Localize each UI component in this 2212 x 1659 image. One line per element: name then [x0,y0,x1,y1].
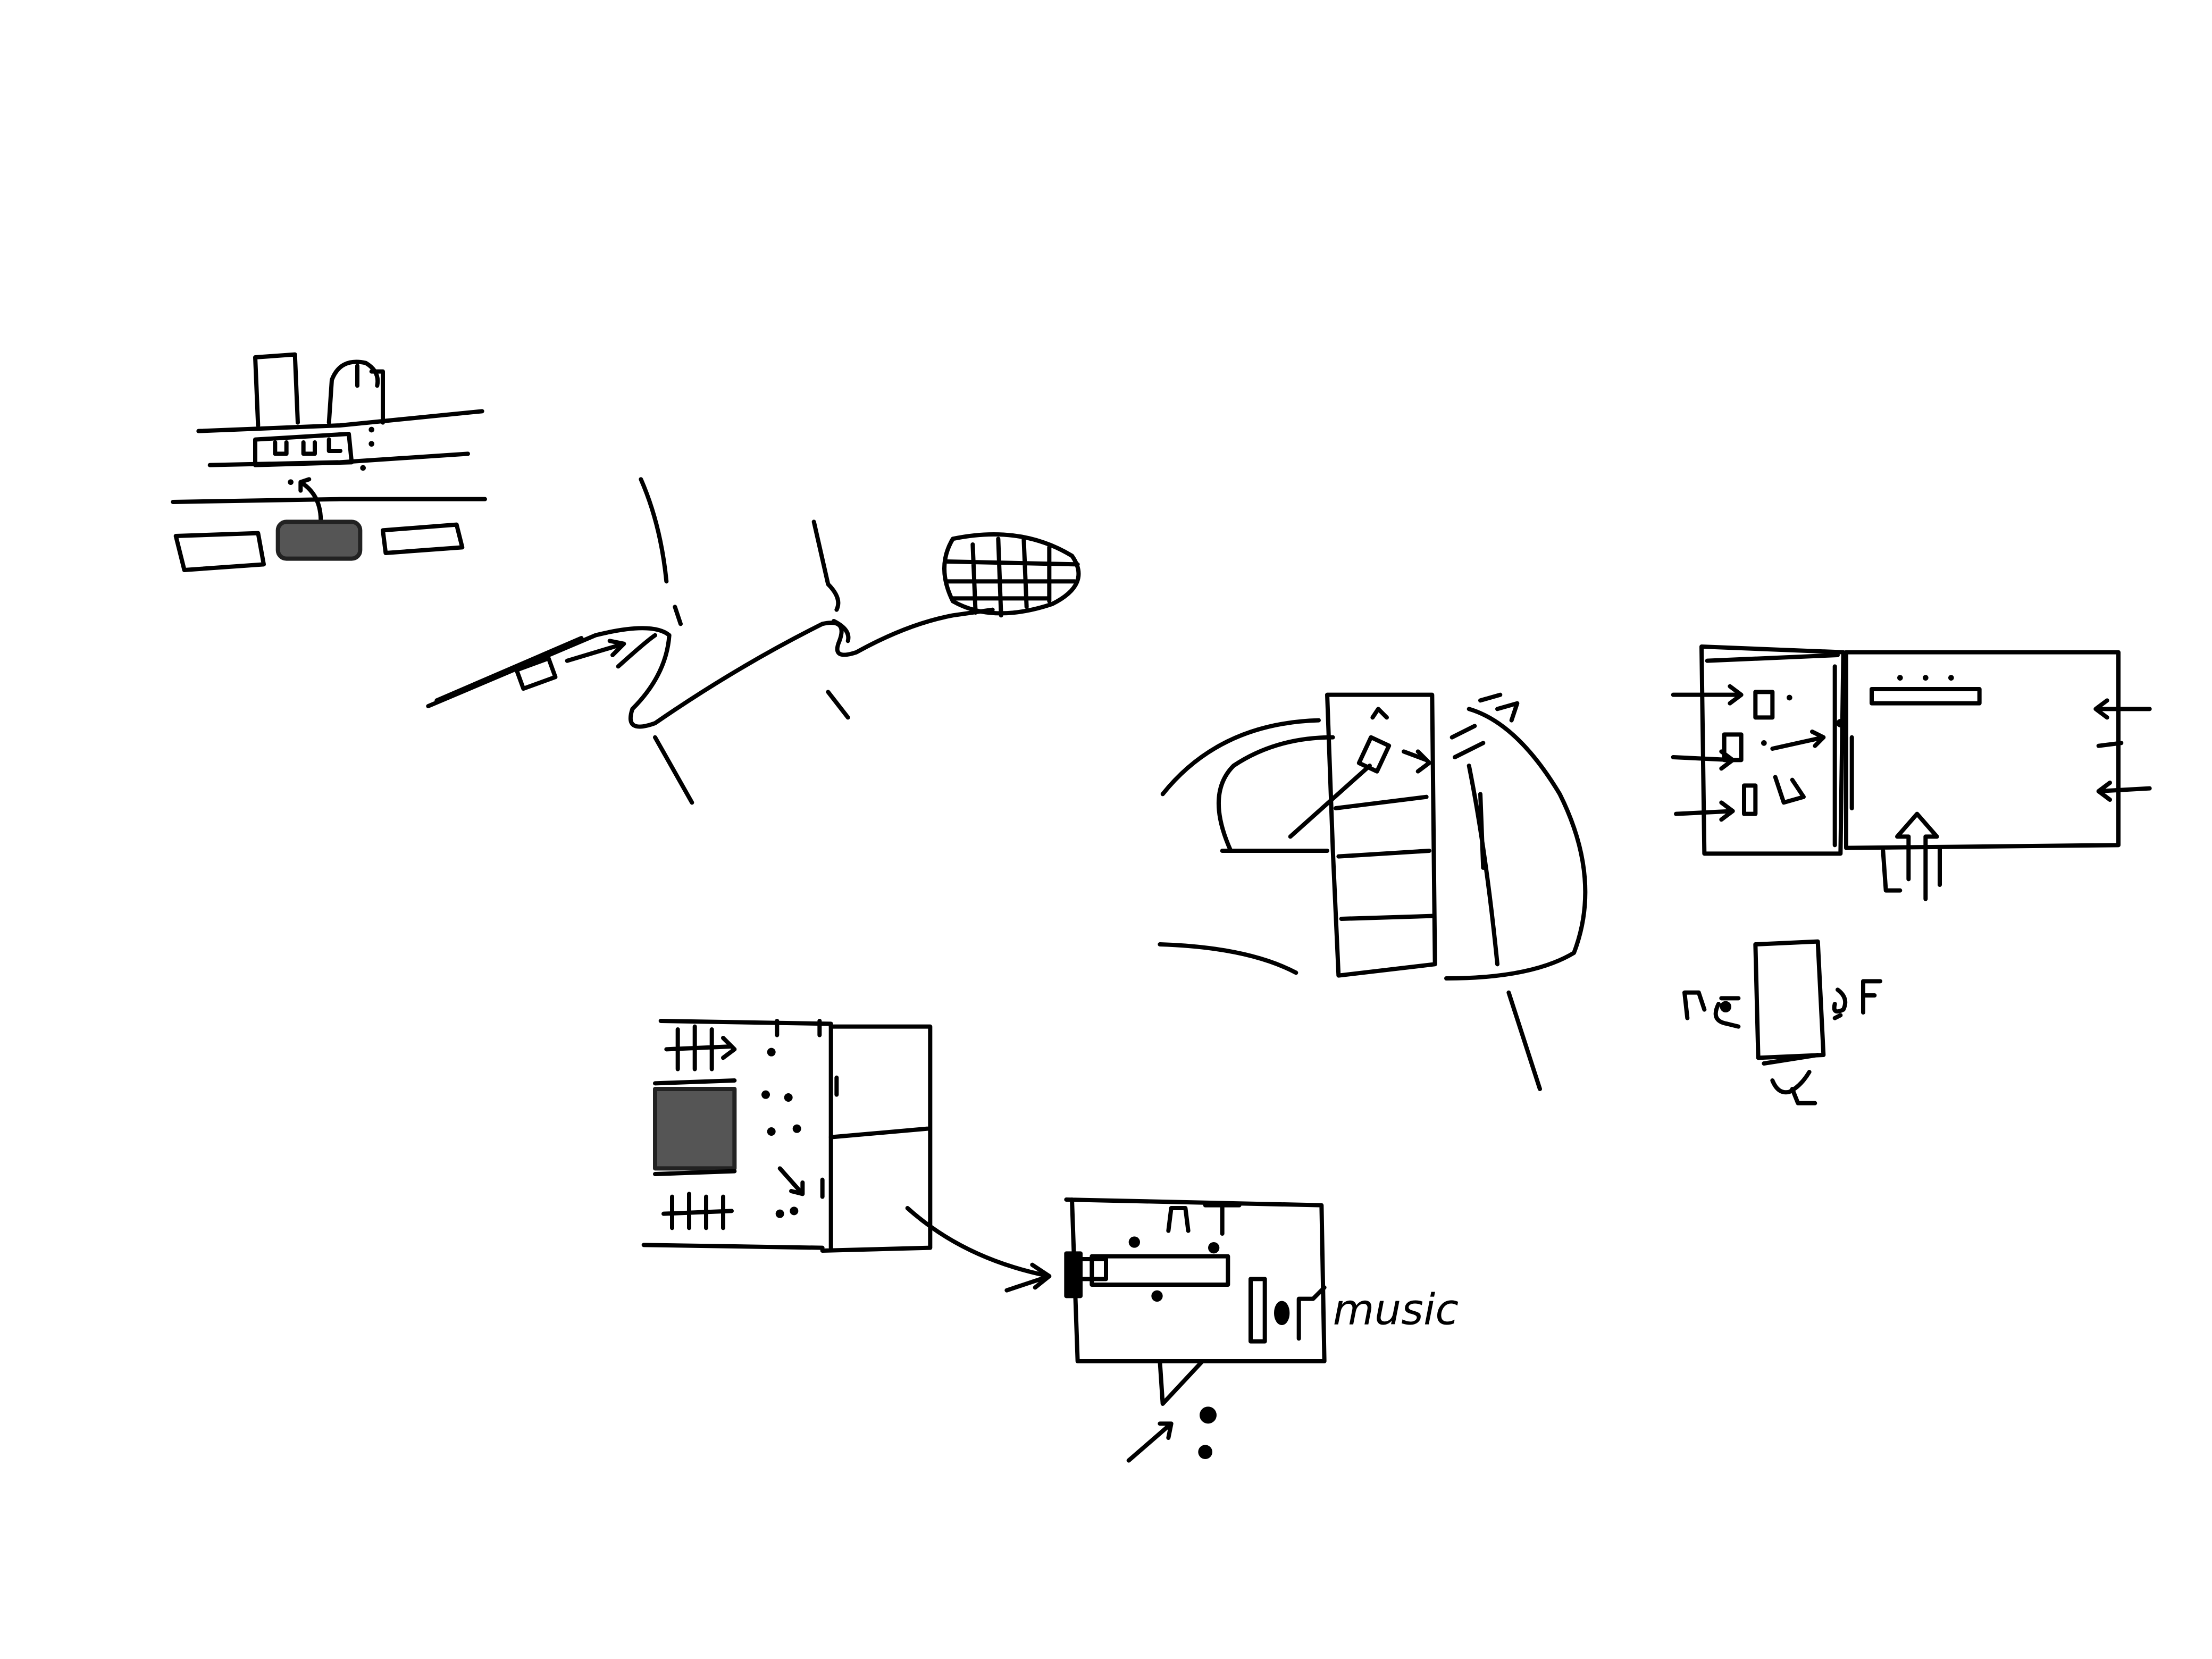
winding-path [426,607,995,729]
arch-building [326,359,385,425]
hand-outline [1158,718,1335,975]
arrow-icon [565,639,626,663]
arrow-icon [1402,749,1431,774]
divider [1832,664,1854,848]
grid-layout-sketch [641,1019,1052,1293]
fence-mark [661,1192,734,1230]
dot-mark [767,1048,776,1057]
arrow-icon [2096,741,2124,748]
dot-mark [368,441,374,447]
dot-mark [1128,1236,1140,1248]
pointer-line [1288,764,1372,839]
shaded-block [275,520,363,561]
dot-mark [1200,1406,1217,1424]
dot-mark [1151,1290,1163,1302]
symbol-mark [1682,990,1741,1029]
flag-mark [1296,1285,1327,1341]
music-label: music [1333,1285,1459,1335]
racket-grid [945,537,1080,618]
widget-box [1722,732,1744,763]
header-bar [1869,687,1982,706]
phone-section [1334,794,1435,921]
panel-header-line [1705,653,1840,663]
hand-phone-sketch [1158,692,1588,1091]
right-column [820,1024,933,1253]
music-panel-sketch: music [1064,1197,1459,1463]
arrow-icon [1671,684,1744,706]
dot-mark [1787,694,1792,701]
arrow-icon [1770,730,1826,751]
panel-mark [1166,1203,1242,1236]
knob-icon[interactable] [1274,1301,1290,1325]
fence-mark [664,1024,737,1071]
road-line [196,409,484,433]
dash-mark [775,1019,839,1199]
dot-mark [761,1090,770,1099]
road-edge [811,520,841,612]
dropdown-tab [1158,1359,1205,1406]
right-panel [1844,650,2121,850]
dot-mark [767,1127,776,1136]
input-bar [1090,1254,1230,1287]
underline [653,1078,737,1176]
symbol-mark [1832,979,1882,1020]
dot-mark [784,1093,793,1102]
widget-box [1742,783,1758,816]
button-icon[interactable] [1078,1257,1108,1281]
phone-outline [1325,692,1437,978]
vehicle-icon [514,656,558,691]
road-edge [826,690,850,720]
dot-mark [1761,740,1767,746]
vehicle-sketch [253,432,354,467]
device-outline [1753,939,1826,1066]
connector-arrow [905,1206,1052,1293]
dot-mark [1198,1445,1212,1459]
road-edge [653,735,694,805]
road-racket-sketch [426,477,1081,805]
left-panel [1699,644,1846,856]
street-scene-sketch [171,352,487,572]
dot-mark [775,1209,784,1218]
winding-path [434,619,851,703]
arrow-icon [1126,1421,1174,1463]
widget-mark [1773,775,1806,805]
pen-icon [1356,735,1392,774]
dot-mark [288,479,294,485]
symbol-mark [1770,1070,1817,1105]
dot-mark [1923,675,1929,681]
road-line [171,497,487,504]
block-outline [173,531,266,572]
dot-mark [1208,1242,1220,1254]
dot-mark [368,426,374,433]
up-arrow-icon [1881,811,1942,901]
road-edge [639,477,683,626]
dot-mark [1897,675,1903,681]
hand-outline [1444,707,1588,981]
dot-mark [360,465,366,471]
arrow-icon [777,1166,805,1196]
arrow-icon [1674,800,1735,822]
dot-mark [790,1206,799,1216]
panel-layout-sketch [1671,644,2152,1105]
phone-screen-mark [1370,707,1389,720]
dot-mark [792,1124,801,1133]
block-outline [381,522,465,555]
racket-head [942,532,1081,616]
dot-mark [1836,719,1845,727]
shaded-area [652,1086,737,1171]
arm-line [1506,990,1542,1091]
dot-mark [1720,1001,1731,1012]
dot-mark [1948,675,1954,681]
widget-box [1753,690,1775,720]
slider-track[interactable] [1248,1277,1267,1344]
arrow-icon [2096,781,2152,802]
sound-marks [1449,692,1520,759]
arrow-icon [2093,698,2152,720]
building-outline [253,352,300,428]
layout-outline [641,1019,833,1250]
